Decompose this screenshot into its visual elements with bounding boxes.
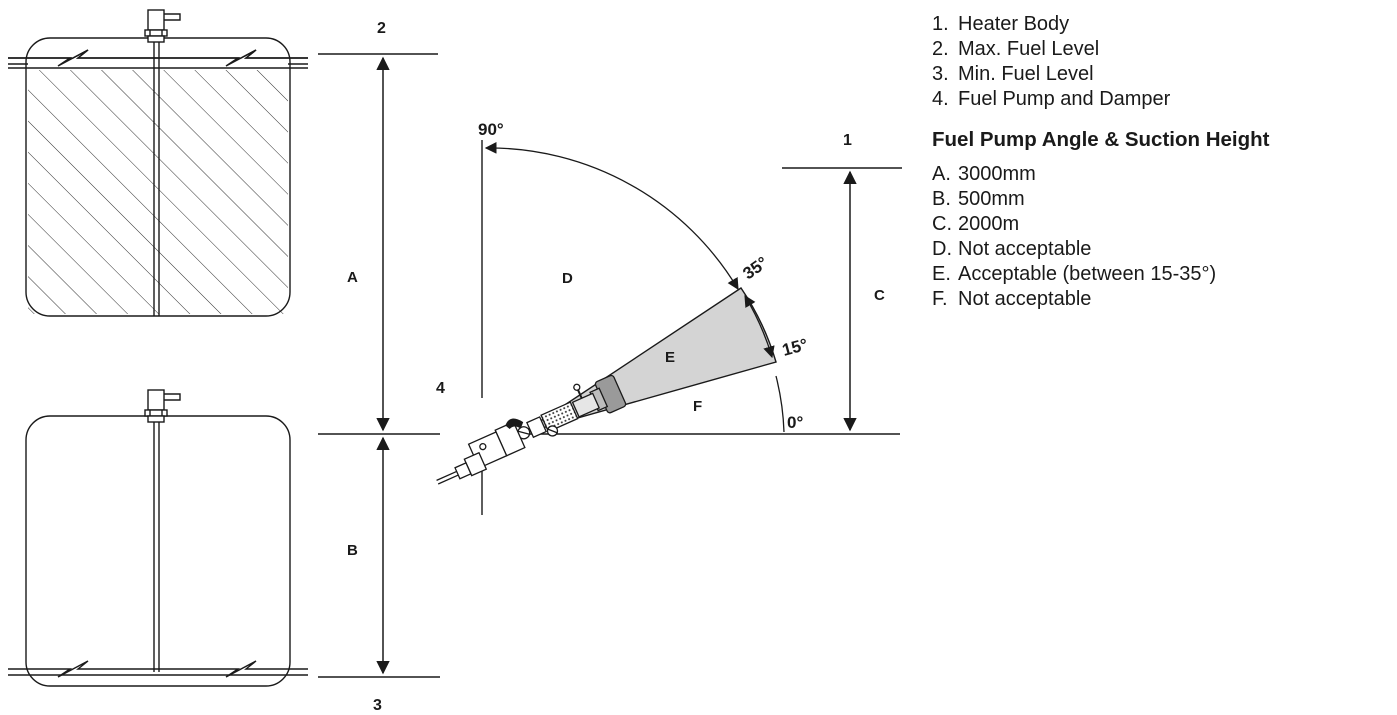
label-zone-d: D <box>562 270 573 287</box>
list-item: 2. Max. Fuel Level <box>932 37 1392 62</box>
label-zone-e: E <box>665 349 675 366</box>
fuel-pump-and-damper <box>436 374 627 485</box>
list-item-text: 3000mm <box>958 163 1036 185</box>
list-item-text: Not acceptable <box>958 238 1092 260</box>
label-min-fuel-level: 3 <box>373 697 382 714</box>
list-item-text: Heater Body <box>958 13 1070 35</box>
list-item-key: F. <box>932 288 948 310</box>
list-item-key: C. <box>932 213 952 235</box>
label-zone-f: F <box>693 398 702 415</box>
list-item-key: B. <box>932 188 951 210</box>
list-item: 3. Min. Fuel Level <box>932 62 1392 87</box>
label-angle-15: 15° <box>780 335 810 360</box>
list-item-text: Acceptable (between 15-35°) <box>958 263 1217 285</box>
label-max-fuel-level: 2 <box>377 20 386 37</box>
dimension-lines <box>318 53 902 678</box>
list-item-text: Fuel Pump and Damper <box>958 88 1171 110</box>
list-item-key: E. <box>932 263 951 285</box>
legend-panel: 1. Heater Body 2. Max. Fuel Level 3. Min. F… <box>932 12 1392 312</box>
label-angle-35: 35° <box>739 253 771 283</box>
list-item-text: 500mm <box>958 188 1025 210</box>
list-item-text: Min. Fuel Level <box>958 63 1094 85</box>
label-angle-0: 0° <box>787 413 803 432</box>
list-item-key: 2. <box>932 38 949 60</box>
label-angle-90: 90° <box>478 120 504 139</box>
list-item: C. 2000m <box>932 212 1392 237</box>
list-item-text: Not acceptable <box>958 288 1092 310</box>
list-item-text: Max. Fuel Level <box>958 38 1100 60</box>
section-heading: Fuel Pump Angle & Suction Height <box>932 128 1270 151</box>
label-fuel-pump: 4 <box>436 380 445 397</box>
lower-fuel-tank <box>8 389 308 687</box>
list-item: E. Acceptable (between 15-35°) <box>932 262 1392 287</box>
dimension-key-list: A. 3000mm B. 500mm C. 2000m D. Not acceptabl… <box>932 162 1392 312</box>
label-height-a: A <box>347 269 358 286</box>
list-item-key: 3. <box>932 63 949 85</box>
list-item-key: 4. <box>932 88 949 110</box>
fuel-pump-diagram: 2 3 1 4 A B C D E F 90° 35° 15° 0° <box>8 9 902 714</box>
component-key-list: 1. Heater Body 2. Max. Fuel Level 3. Min. F… <box>932 12 1392 112</box>
label-height-b: B <box>347 542 358 559</box>
list-item-text: 2000m <box>958 213 1020 235</box>
list-item: F. Not acceptable <box>932 287 1392 312</box>
list-item-key: A. <box>932 163 951 185</box>
label-heater-body: 1 <box>843 132 852 149</box>
list-item: A. 3000mm <box>932 162 1392 187</box>
list-item: B. 500mm <box>932 187 1392 212</box>
list-item: 4. Fuel Pump and Damper <box>932 87 1392 112</box>
list-item: D. Not acceptable <box>932 237 1392 262</box>
list-item-key: 1. <box>932 13 949 35</box>
list-item-key: D. <box>932 238 952 260</box>
label-height-c: C <box>874 287 885 304</box>
angle-geometry <box>481 140 785 515</box>
list-item: 1. Heater Body <box>932 12 1392 37</box>
upper-fuel-tank <box>8 9 308 317</box>
